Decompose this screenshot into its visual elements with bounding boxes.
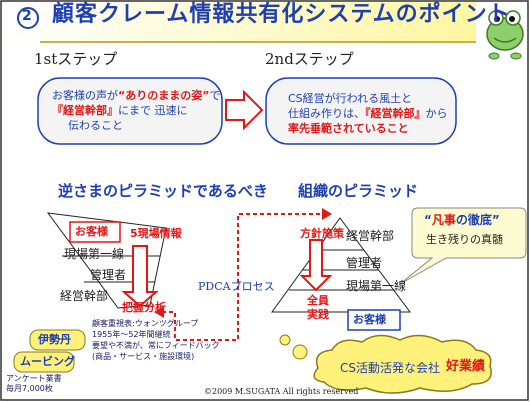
step2-line3: 率先垂範されていること xyxy=(288,122,409,135)
step1-box xyxy=(37,77,223,145)
left-level-manager: 管理者 xyxy=(90,268,127,282)
right-all-staff-label: 全員 実践 xyxy=(304,294,332,322)
note-line4: (商品・サービス・施設環境) xyxy=(92,352,195,361)
qc-cloud xyxy=(313,334,492,394)
step2-line2-b: 『経営幹部』 xyxy=(365,107,426,120)
cloud-highlight: 好業績 xyxy=(446,359,486,374)
left-analysis-label: 把握分析 xyxy=(122,301,166,314)
isetan-tag xyxy=(29,329,86,351)
right-level-executive: 経営幹部 xyxy=(346,229,395,243)
survey-note: アンケート業書 毎月7,000枚 xyxy=(6,374,62,394)
title-number-circle xyxy=(17,7,39,29)
thought-bubble-1 xyxy=(279,334,291,346)
thought-bubble-2 xyxy=(292,344,308,360)
survey-line1: アンケート業書 xyxy=(6,374,62,383)
right-all-staff-2: 実践 xyxy=(307,308,329,321)
policy-down-arrow xyxy=(299,239,333,292)
step1-heading: 1stステップ xyxy=(34,50,118,68)
customer-box-right xyxy=(347,309,401,331)
right-level-manager: 管理者 xyxy=(346,256,383,270)
slogan-line2: 生き残りの真髄 xyxy=(426,233,503,246)
step1-line1-c: で xyxy=(209,89,221,102)
step2-line2-a: 仕組み作りは、 xyxy=(288,107,365,120)
slogan-speech-bubble xyxy=(399,207,527,285)
step2-line1: CS経営が行われる風土と xyxy=(288,92,413,105)
pdca-arrowhead-left-icon xyxy=(154,306,164,318)
step2-line2-c: から xyxy=(425,107,448,120)
right-level-frontline: 現場第一線 xyxy=(346,279,407,293)
step1-line1-a: お客様の声が xyxy=(52,89,118,102)
customer-box-left xyxy=(69,221,121,243)
step2-heading: 2ndステップ xyxy=(265,50,354,68)
frog-mascot-icon xyxy=(486,10,524,60)
cloud-text: CS活動活発な会社 xyxy=(340,361,440,375)
pdca-label: PDCAプロセス xyxy=(198,280,275,293)
right-policy-label: 方針施策 xyxy=(300,227,344,240)
right-section-title: 組織のピラミッド xyxy=(298,182,419,200)
pdca-arrowhead-icon xyxy=(322,208,332,220)
moving-label: ムービング xyxy=(20,355,75,368)
right-all-staff-1: 全員 xyxy=(307,294,329,307)
left-section-title: 逆さまのピラミッドであるべき xyxy=(58,182,268,200)
note-line2: 1955年〜52年間継続 xyxy=(92,330,171,339)
pdca-loop-line xyxy=(155,213,330,341)
step2-box xyxy=(265,77,457,145)
slogan-line1: “凡事の徹底” xyxy=(424,213,500,227)
title-number: 2 xyxy=(22,8,32,24)
note-line1: 顧客重視表:ウォンツグループ xyxy=(92,319,199,328)
moving-tag xyxy=(13,351,75,373)
step-arrow-icon xyxy=(225,89,264,131)
survey-line2: 毎月7,000枚 xyxy=(6,384,53,393)
organization-pyramid xyxy=(271,217,411,313)
step2-text: CS経営が行われる風土と 仕組み作りは、『経営幹部』から 率先垂範されていること xyxy=(288,91,448,136)
note-line3: 要望や不満が、常にフィードバック xyxy=(92,341,220,350)
step1-line2-a: 『経営幹部』 xyxy=(52,104,118,117)
step1-line3: 伝わること xyxy=(68,119,123,132)
step1-text: お客様の声が“ありのままの姿”で 『経営幹部』にまで 迅速に 伝わること xyxy=(52,88,220,133)
left-level-executive: 経営幹部 xyxy=(60,289,109,303)
page-title: 顧客クレーム情報共有化システムのポイント xyxy=(52,2,511,27)
isetan-label: 伊勢丹 xyxy=(38,333,71,346)
left-customer-label: お客様 xyxy=(75,225,108,238)
left-info-label: 5現場情報 xyxy=(130,227,182,240)
step1-line1-b: “ありのままの姿” xyxy=(118,89,210,102)
step1-line2-b: にまで 迅速に xyxy=(118,104,188,117)
copyright: ©2009 M.SUGATA All rights reserved xyxy=(204,387,359,396)
left-level-frontline: 現場第一線 xyxy=(64,247,125,261)
info-flow-down-arrow xyxy=(121,245,159,308)
right-customer-label: お客様 xyxy=(353,313,386,326)
customer-service-note: 顧客重視表:ウォンツグループ 1955年〜52年間継続 要望や不満が、常にフィー… xyxy=(92,318,220,362)
title-band xyxy=(2,2,476,42)
